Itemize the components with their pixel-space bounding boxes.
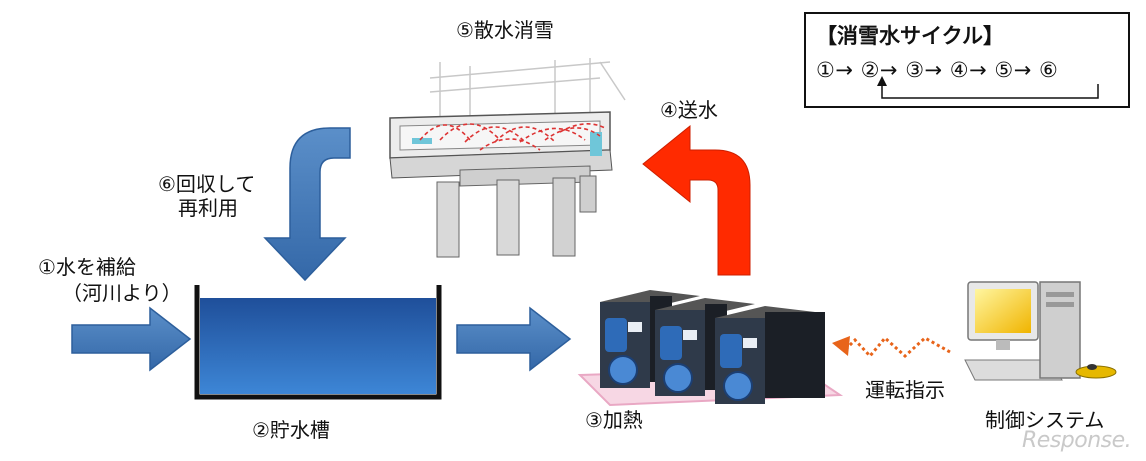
recover-label-line1: ⑥回収して [158, 172, 256, 196]
supply-label-line2: （河川より） [62, 281, 182, 305]
supply-arrow [71, 306, 192, 372]
water-tank [194, 285, 442, 400]
tank-to-heater-arrow [456, 306, 572, 372]
tank-label: ②貯水槽 [252, 418, 330, 442]
supply-label-line1: ①水を補給 [38, 255, 136, 279]
send-arrow [642, 124, 751, 276]
response-watermark: Response. [1022, 428, 1132, 453]
command-label: 運転指示 [865, 378, 945, 402]
cycle-title: 【消雪水サイクル】 [816, 24, 1004, 48]
recover-label-line2: 再利用 [178, 196, 238, 220]
cycle-sequence: ①→ ②→ ③→ ④→ ⑤→ ⑥ [816, 58, 1059, 82]
spray-label: ⑤散水消雪 [456, 18, 554, 42]
command-signal [832, 335, 951, 359]
cycle-legend: 【消雪水サイクル】 ①→ ②→ ③→ ④→ ⑤→ ⑥ [804, 12, 1130, 108]
catenary-lines [429, 58, 626, 120]
recycle-arrow [263, 127, 351, 282]
control-system-label: 制御システム [985, 408, 1105, 432]
computer-icon [964, 281, 1117, 381]
cycle-return-arrow [877, 76, 1099, 99]
spray-jets [419, 123, 606, 151]
heater-units [577, 290, 844, 407]
heat-label: ③加熱 [585, 408, 643, 432]
send-label: ④送水 [660, 98, 718, 122]
viaduct-structure [389, 58, 626, 258]
